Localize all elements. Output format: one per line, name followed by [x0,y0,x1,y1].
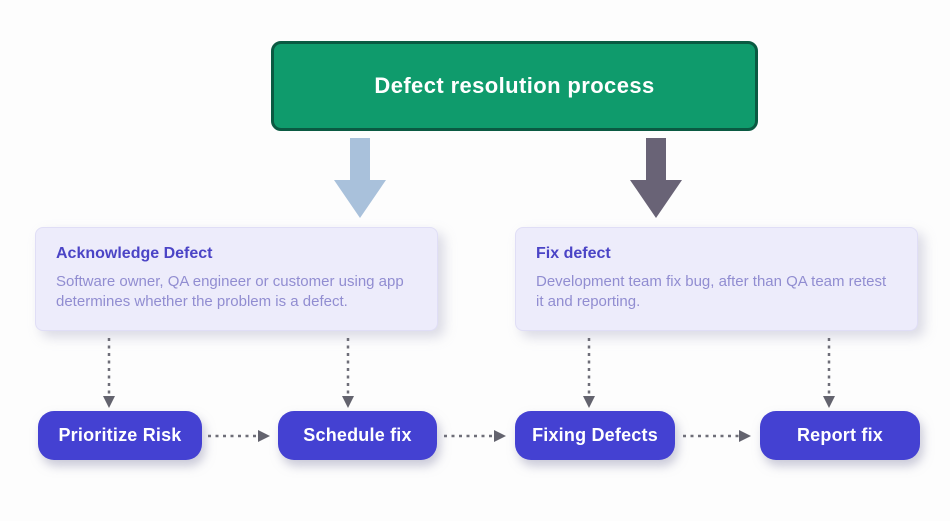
card-acknowledge-defect: Acknowledge Defect Software owner, QA en… [35,227,438,331]
step-label: Schedule fix [303,425,412,445]
step-fixing-defects: Fixing Defects [515,411,675,460]
step-prioritize-risk: Prioritize Risk [38,411,202,460]
card-body: Development team fix bug, after than QA … [536,273,887,311]
dashed-right-arrow-icon [683,430,751,442]
dashed-right-arrow-icon [444,430,506,442]
step-label: Prioritize Risk [58,425,182,445]
block-down-arrow-left-icon [334,138,386,218]
dashed-right-arrow-icon [208,430,270,442]
process-title: Defect resolution process [374,73,655,98]
dashed-down-arrow-icon [583,338,595,408]
dashed-down-arrow-icon [342,338,354,408]
dashed-down-arrow-icon [103,338,115,408]
step-label: Report fix [796,425,883,445]
step-schedule-fix: Schedule fix [278,411,437,460]
block-down-arrow-right-icon [630,138,682,218]
step-report-fix: Report fix [760,411,920,460]
step-label: Fixing Defects [532,425,658,445]
card-title: Acknowledge Defect [56,245,213,262]
process-title-node: Defect resolution process [271,41,758,131]
card-body: Software owner, QA engineer or customer … [56,273,404,311]
card-fix-defect: Fix defect Development team fix bug, aft… [515,227,918,331]
card-title: Fix defect [536,245,611,262]
dashed-down-arrow-icon [823,338,835,408]
